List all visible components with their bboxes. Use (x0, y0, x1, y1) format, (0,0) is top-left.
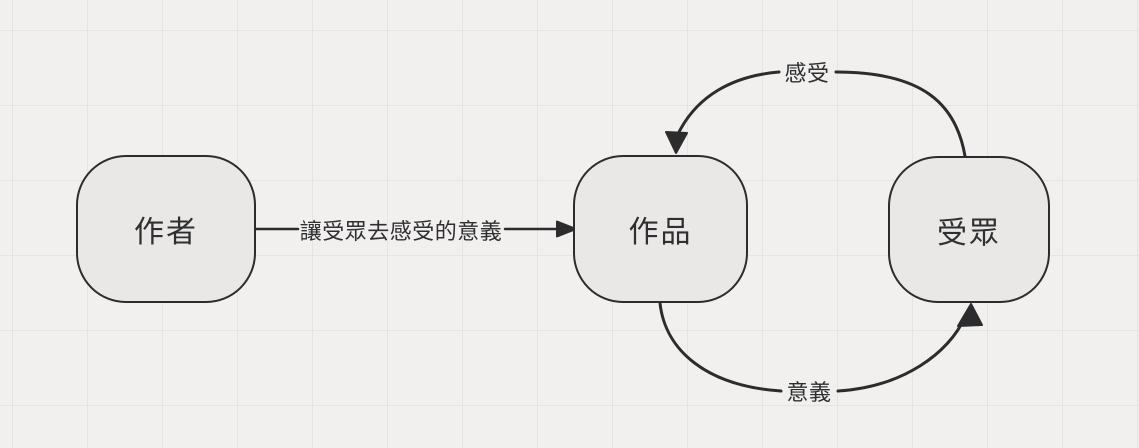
node-work[interactable]: 作品 (573, 155, 748, 303)
edge-label-audience-to-work[interactable]: 感受 (784, 61, 830, 86)
arrowhead-right-icon (556, 220, 577, 238)
node-author[interactable]: 作者 (76, 155, 256, 303)
arrow-shaft[interactable] (677, 70, 781, 134)
arrow-audience-to-work[interactable] (665, 70, 967, 158)
node-audience[interactable]: 受眾 (888, 156, 1050, 303)
edge-label-work-to-audience[interactable]: 意義 (786, 380, 832, 405)
arrow-work-to-audience[interactable] (658, 301, 983, 393)
arrow-shaft[interactable] (834, 70, 967, 158)
arrow-author-to-work[interactable] (254, 220, 577, 238)
node-audience-label: 受眾 (937, 216, 1001, 250)
arrow-shaft[interactable] (836, 315, 967, 393)
edge-label-author-to-work[interactable]: 讓受眾去感受的意義 (299, 219, 503, 244)
arrowhead-up-icon (957, 303, 983, 327)
node-author-label: 作者 (134, 216, 198, 249)
arrowhead-down-icon (665, 131, 688, 154)
arrow-shaft[interactable] (658, 301, 783, 393)
node-work-label: 作品 (628, 216, 693, 249)
